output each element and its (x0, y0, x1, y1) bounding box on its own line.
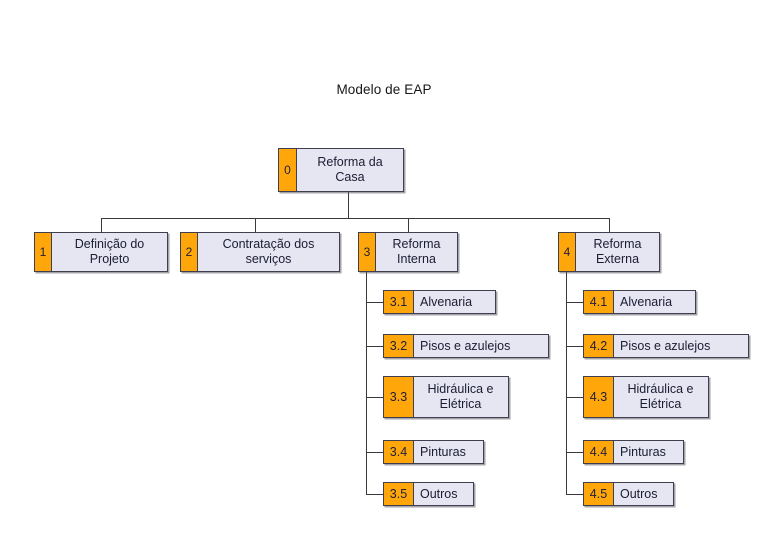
wbs-node-3-label: Reforma Interna (376, 233, 457, 271)
connector-branch4-spine (566, 271, 567, 494)
wbs-node-4-2-label: Pisos e azulejos (614, 335, 748, 357)
wbs-node-3-5-code: 3.5 (384, 483, 414, 505)
wbs-node-0-code: 0 (279, 149, 297, 191)
wbs-node-3-3-label: Hidráulica e Elétrica (414, 377, 508, 417)
wbs-node-3-2-label: Pisos e azulejos (414, 335, 548, 357)
wbs-node-3-2-code: 3.2 (384, 335, 414, 357)
wbs-node-4[interactable]: 4 Reforma Externa (558, 232, 660, 272)
connector-stub-3-4 (366, 452, 383, 453)
wbs-node-3-1-label: Alvenaria (414, 291, 495, 313)
wbs-node-1[interactable]: 1 Definição do Projeto (34, 232, 168, 272)
wbs-node-4-5-label: Outros (614, 483, 673, 505)
wbs-node-4-code: 4 (559, 233, 576, 271)
wbs-node-3[interactable]: 3 Reforma Interna (358, 232, 458, 272)
connector-stub-3-1 (366, 302, 383, 303)
connector-root-stem (348, 192, 349, 218)
connector-stub-3-2 (366, 346, 383, 347)
wbs-node-4-3-code: 4.3 (584, 377, 614, 417)
wbs-node-4-2[interactable]: 4.2 Pisos e azulejos (583, 334, 749, 358)
wbs-node-4-4-code: 4.4 (584, 441, 614, 463)
wbs-node-3-1[interactable]: 3.1 Alvenaria (383, 290, 496, 314)
wbs-node-4-1[interactable]: 4.1 Alvenaria (583, 290, 696, 314)
connector-stub-4-5 (566, 494, 583, 495)
connector-drop-node2 (255, 218, 256, 232)
connector-level1-bus (101, 218, 609, 219)
connector-stub-4-3 (566, 397, 583, 398)
wbs-node-3-2[interactable]: 3.2 Pisos e azulejos (383, 334, 549, 358)
wbs-node-4-5-code: 4.5 (584, 483, 614, 505)
wbs-node-4-1-code: 4.1 (584, 291, 614, 313)
wbs-node-3-1-code: 3.1 (384, 291, 414, 313)
wbs-node-3-4-label: Pinturas (414, 441, 483, 463)
connector-drop-node4 (609, 218, 610, 232)
wbs-node-4-4[interactable]: 4.4 Pinturas (583, 440, 684, 464)
wbs-node-3-4-code: 3.4 (384, 441, 414, 463)
wbs-node-3-4[interactable]: 3.4 Pinturas (383, 440, 484, 464)
wbs-node-3-code: 3 (359, 233, 376, 271)
wbs-node-4-3[interactable]: 4.3 Hidráulica e Elétrica (583, 376, 709, 418)
connector-drop-node3 (408, 218, 409, 232)
wbs-node-2[interactable]: 2 Contratação dos serviços (180, 232, 340, 272)
wbs-node-3-3[interactable]: 3.3 Hidráulica e Elétrica (383, 376, 509, 418)
connector-stub-4-2 (566, 346, 583, 347)
wbs-node-1-code: 1 (35, 233, 52, 271)
page-title: Modelo de EAP (336, 82, 432, 97)
connector-drop-node1 (101, 218, 102, 232)
connector-stub-4-4 (566, 452, 583, 453)
wbs-node-4-5[interactable]: 4.5 Outros (583, 482, 674, 506)
wbs-node-0[interactable]: 0 Reforma da Casa (278, 148, 404, 192)
wbs-node-2-code: 2 (181, 233, 198, 271)
wbs-node-0-label: Reforma da Casa (297, 149, 403, 191)
connector-stub-3-5 (366, 494, 383, 495)
connector-branch3-spine (366, 271, 367, 494)
wbs-node-3-5-label: Outros (414, 483, 473, 505)
connector-stub-4-1 (566, 302, 583, 303)
wbs-node-4-3-label: Hidráulica e Elétrica (614, 377, 708, 417)
wbs-node-3-5[interactable]: 3.5 Outros (383, 482, 474, 506)
wbs-node-4-2-code: 4.2 (584, 335, 614, 357)
wbs-node-4-4-label: Pinturas (614, 441, 683, 463)
wbs-node-2-label: Contratação dos serviços (198, 233, 339, 271)
wbs-node-4-1-label: Alvenaria (614, 291, 695, 313)
wbs-node-1-label: Definição do Projeto (52, 233, 167, 271)
wbs-node-4-label: Reforma Externa (576, 233, 659, 271)
connector-stub-3-3 (366, 397, 383, 398)
wbs-node-3-3-code: 3.3 (384, 377, 414, 417)
